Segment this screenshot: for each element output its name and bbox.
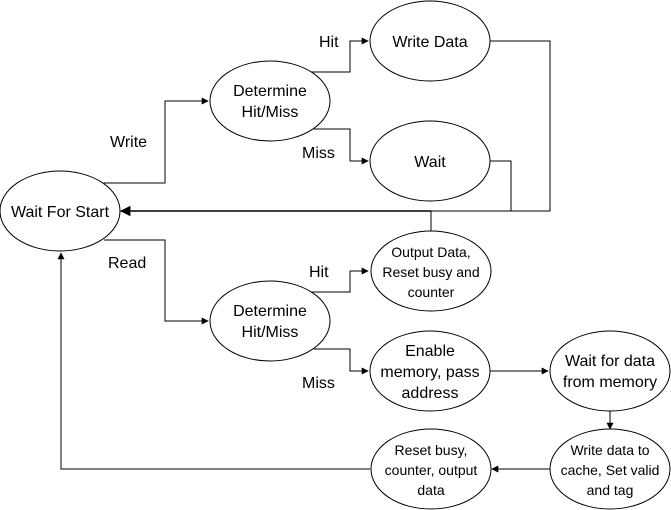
node-wait-memory: Wait for data from memory (549, 330, 671, 412)
node-reset-busy: Reset busy, counter, output data (370, 428, 492, 510)
node-label-determine-read-2: Hit/Miss (242, 324, 299, 341)
node-output-data: Output Data, Reset busy and counter (370, 230, 492, 312)
edge-determine-write-miss (314, 128, 369, 165)
node-label-output-data-2: Reset busy and (382, 264, 479, 280)
node-wait-for-start: Wait For Start (0, 170, 121, 252)
node-label-write-cache-3: and tag (587, 482, 634, 498)
node-label-write-cache-1: Write data to (570, 442, 649, 458)
node-label-reset-busy-1: Reset busy, (395, 442, 468, 458)
edge-determine-write-hit (310, 37, 369, 73)
node-label-output-data-3: counter (408, 284, 455, 300)
node-label-determine-read-1: Determine (233, 303, 307, 320)
node-label-wait-memory-2: from memory (563, 374, 657, 391)
node-label-enable-memory-2: memory, pass (380, 364, 479, 381)
edge-label-hit-read: Hit (309, 264, 329, 281)
node-determine-read: Determine Hit/Miss (209, 280, 331, 362)
edge-label-hit-write: Hit (319, 34, 339, 51)
node-label-wait-for-start: Wait For Start (11, 204, 110, 221)
node-write-cache: Write data to cache, Set valid and tag (549, 428, 671, 510)
edge-determine-read-miss (314, 348, 369, 375)
node-write-data: Write Data (369, 0, 491, 82)
edge-wait-to-start (490, 160, 512, 211)
edge-label-miss-write: Miss (302, 145, 335, 162)
node-label-write-data: Write Data (392, 34, 467, 51)
node-label-output-data-1: Output Data, (391, 244, 470, 260)
node-label-reset-busy-2: counter, output (385, 462, 478, 478)
node-label-wait: Wait (414, 154, 446, 171)
node-enable-memory: Enable memory, pass address (369, 330, 491, 412)
node-determine-write: Determine Hit/Miss (209, 60, 331, 142)
node-label-enable-memory-1: Enable (405, 343, 455, 360)
edge-reset-to-start (57, 252, 370, 470)
node-label-determine-write-2: Hit/Miss (242, 104, 299, 121)
node-label-enable-memory-3: address (402, 385, 459, 402)
edge-label-miss-read: Miss (302, 375, 335, 392)
edge-start-to-determine-read (104, 239, 209, 325)
node-label-wait-memory-1: Wait for data (565, 353, 655, 370)
edge-determine-read-hit (310, 267, 369, 293)
edge-label-write: Write (110, 134, 147, 151)
node-label-determine-write-1: Determine (233, 83, 307, 100)
edge-start-to-determine-write (104, 97, 209, 184)
node-wait: Wait (369, 120, 491, 202)
edge-label-read: Read (108, 255, 146, 272)
edge-write-data-to-start (121, 40, 551, 212)
node-label-write-cache-2: cache, Set valid (561, 462, 660, 478)
node-label-reset-busy-3: data (417, 482, 444, 498)
